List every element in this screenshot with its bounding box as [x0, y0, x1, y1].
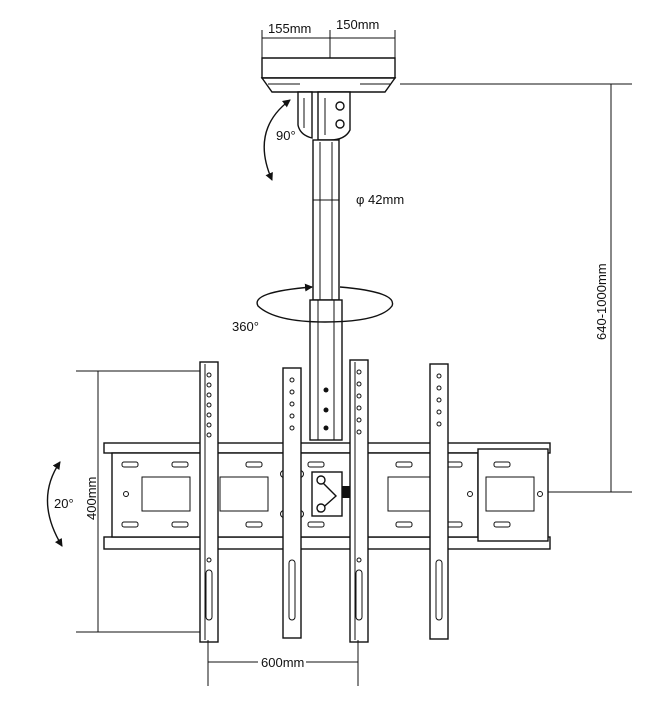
vesa-height-dimension: 400mm	[76, 370, 200, 633]
vertical-arm-3	[349, 359, 369, 643]
swivel-360-indicator: 360°	[232, 283, 394, 334]
vesa-width-dimension: 600mm	[207, 640, 359, 686]
tilt-20-indicator: 20°	[46, 461, 74, 547]
width-b-label: 150mm	[336, 17, 379, 32]
vesa-width-label: 600mm	[261, 655, 304, 670]
height-range-label: 640-1000mm	[594, 263, 609, 340]
pole-diameter-label: φ 42mm	[356, 192, 404, 207]
arm-hole-pattern	[205, 369, 443, 621]
height-range-dimension: 640-1000mm	[400, 83, 632, 493]
swivel-label: 360°	[232, 319, 259, 334]
vertical-arm-2	[282, 367, 302, 639]
top-tilt-bracket	[297, 91, 351, 141]
vertical-arm-1	[199, 361, 219, 643]
tv-bracket-assembly	[103, 442, 551, 550]
width-a-label: 155mm	[268, 21, 311, 36]
vertical-arm-4	[429, 363, 449, 640]
ceiling-plate	[260, 57, 397, 93]
tilt-90-indicator: 90°	[263, 99, 296, 181]
extension-pole	[309, 139, 343, 441]
tilt-top-label: 90°	[276, 128, 296, 143]
vesa-height-label: 400mm	[84, 477, 99, 520]
tilt-side-label: 20°	[54, 496, 74, 511]
pole-diameter-callout: φ 42mm	[356, 192, 404, 207]
top-width-dimension: 155mm 150mm	[261, 17, 396, 58]
